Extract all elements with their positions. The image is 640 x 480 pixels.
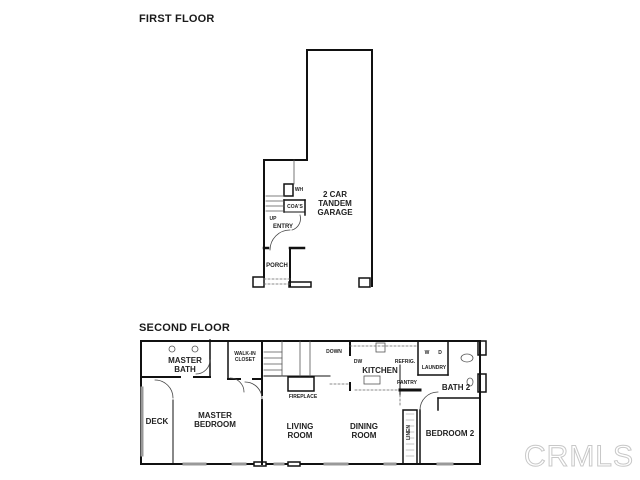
room-label-living-room: LIVING ROOM (286, 422, 314, 440)
room-label-walk-in-closet: WALK-IN CLOSET (234, 351, 256, 363)
room-label-coats: COA'S (287, 204, 303, 210)
room-label-dining-room: DINING ROOM (350, 422, 378, 440)
room-label-bath-2: BATH 2 (441, 383, 471, 392)
room-label-fireplace: FIREPLACE (288, 394, 318, 400)
room-label-pantry: PANTRY (397, 380, 417, 386)
room-label-master-bedroom: MASTER BEDROOM (194, 411, 236, 429)
room-label-up: UP (269, 216, 277, 222)
second-floor-title: SECOND FLOOR (139, 322, 231, 334)
room-label-laundry: LAUNDRY (421, 365, 447, 371)
room-label-linen: LINEN (406, 425, 412, 440)
room-label-down: DOWN (326, 349, 342, 355)
room-label-porch: PORCH (266, 263, 288, 269)
room-label-water-heater: WH (294, 187, 304, 193)
room-label-kitchen: KITCHEN (362, 366, 398, 375)
room-label-dishwasher: DW (353, 359, 363, 365)
room-label-entry: ENTRY (272, 224, 294, 230)
room-label-deck: DECK (145, 417, 169, 426)
first-floor-corner-pads (252, 276, 371, 288)
room-label-refrigerator: REFRIG. (394, 359, 416, 365)
room-label-garage: 2 CAR TANDEM GARAGE (317, 190, 353, 217)
room-label-dryer: D (438, 350, 442, 356)
crmls-watermark: CRMLS (523, 440, 634, 474)
room-label-washer: W (424, 350, 430, 356)
room-label-bedroom-2: BEDROOM 2 (425, 429, 475, 438)
garage-walls (263, 49, 373, 287)
room-label-master-bath: MASTER BATH (168, 356, 202, 374)
first-floor-title: FIRST FLOOR (139, 13, 215, 25)
